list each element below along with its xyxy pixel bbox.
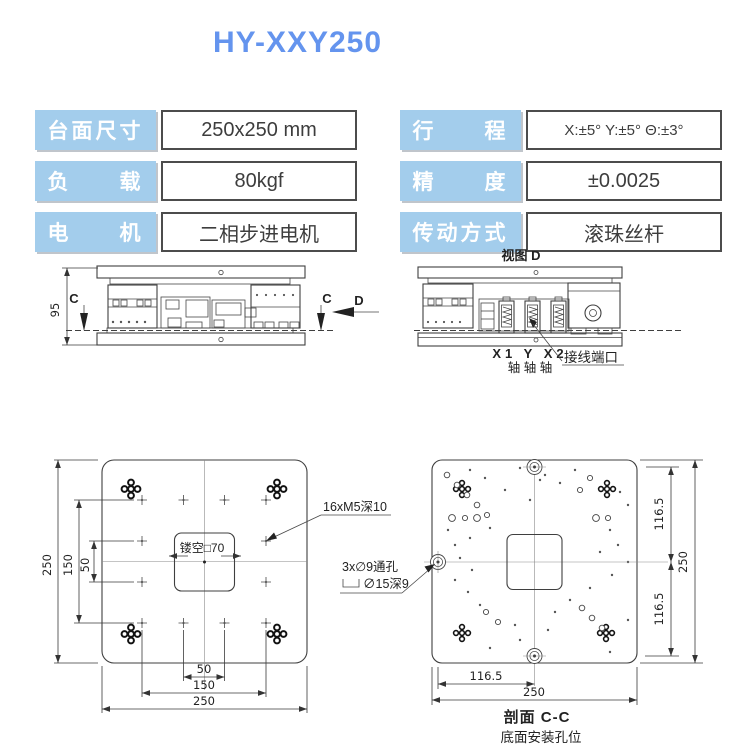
top-view: 镂空□70 [40,459,391,713]
hollow-square-label: 镂空□70 [180,541,225,555]
spec-value: 80kgf [161,161,357,201]
thread-note-callout: 16xM5深10 [266,500,391,541]
spec-value: 250x250 mm [161,110,357,150]
spec-label: 传动方式 [400,212,521,252]
dim-height-95: 95 [48,303,62,318]
dim-50-left: 50 [78,558,92,573]
spec-row: 负 载 80kgf [35,161,357,201]
spec-label: 负 载 [35,161,156,201]
wiring-port-label: 接线端口 [564,349,618,365]
dim-150-left: 150 [61,554,75,576]
dim-116-right-bottom: 116.5 [652,593,666,626]
spec-table-left: 台面尺寸 250x250 mm 负 载 80kgf 电 机 二相步进电机 [35,110,357,263]
connector-y [524,296,541,334]
counterbore-icon [342,579,360,588]
dim-250-right: 250 [676,551,690,573]
dim-250-left: 250 [40,554,54,576]
hole-note-line2: ∅15深9 [363,577,409,591]
front-view: 95 [48,265,379,346]
wiring-port-callout: 接线端口 [529,318,624,366]
through-hole-callout: 3x∅9通孔 ∅15深9 [340,560,435,594]
thread-note-label: 16xM5深10 [323,500,387,514]
corner-hole-clusters [120,478,288,645]
top-view-left-dims: 250 150 50 [40,459,134,664]
hollow-square-dim: 镂空□70 [169,541,241,559]
section-label-c: C [69,291,79,306]
dim-50-bottom: 50 [197,662,212,676]
counterbore-holes [430,459,546,664]
axis-connector-labels: X1 Y X2 [492,346,567,361]
view-arrow-d: D [332,293,379,317]
front-center-mechanism [160,296,257,329]
dim-150-bottom: 150 [193,678,215,692]
connector-x2 [550,296,567,334]
section-arrow-c-right: C [317,291,332,331]
section-arrow-c-left: C [69,291,88,331]
spec-value: ±0.0025 [526,161,722,201]
spec-label: 行 程 [400,110,521,150]
spec-label: 精 度 [400,161,521,201]
section-bottom-dims: 116.5 250 [431,667,638,705]
viewd-left-block [422,283,474,329]
section-title: 剖面 C-C [504,708,571,726]
dim-250-bottom: 250 [193,694,215,708]
section-right-dims: 116.5 116.5 250 [640,459,703,664]
section-label-c: C [322,291,332,306]
viewd-connectors [478,296,570,334]
connector-x1 [498,296,515,334]
front-right-block [250,284,301,329]
section-scattered-holes [443,466,630,654]
dim-116-right-top: 116.5 [652,498,666,531]
page-title: HY-XXY250 [212,26,383,59]
hole-note-line1: 3x∅9通孔 [342,560,399,574]
top-view-bottom-dims: 50 150 250 [101,630,308,713]
spec-value: X:±5° Y:±5° Θ:±3° [526,110,722,150]
view-label-d: D [354,293,363,308]
axis-connector-sublabels: 轴 轴 轴 [508,360,552,375]
view-d-title: 视图 D [501,248,540,263]
spec-label: 电 机 [35,212,156,252]
section-view: 3x∅9通孔 ∅15深9 116.5 116.5 250 [340,459,703,745]
spec-row: 电 机 二相步进电机 [35,212,357,252]
spec-table-right: 行 程 X:±5° Y:±5° Θ:±3° 精 度 ±0.0025 传动方式 滚… [400,110,722,263]
spec-row: 台面尺寸 250x250 mm [35,110,357,150]
front-left-block [107,284,158,329]
dim-250-bottom: 250 [523,685,545,699]
dim-116-bottom: 116.5 [470,669,503,683]
spec-label: 台面尺寸 [35,110,156,150]
spec-row: 传动方式 滚珠丝杆 [400,212,722,252]
section-caption: 底面安装孔位 [501,730,582,745]
spec-row: 行 程 X:±5° Y:±5° Θ:±3° [400,110,722,150]
spec-value: 二相步进电机 [161,212,357,252]
spec-value: 滚珠丝杆 [526,212,722,252]
spec-row: 精 度 ±0.0025 [400,161,722,201]
view-d: 视图 D [414,248,684,375]
viewd-right-block [567,282,621,335]
